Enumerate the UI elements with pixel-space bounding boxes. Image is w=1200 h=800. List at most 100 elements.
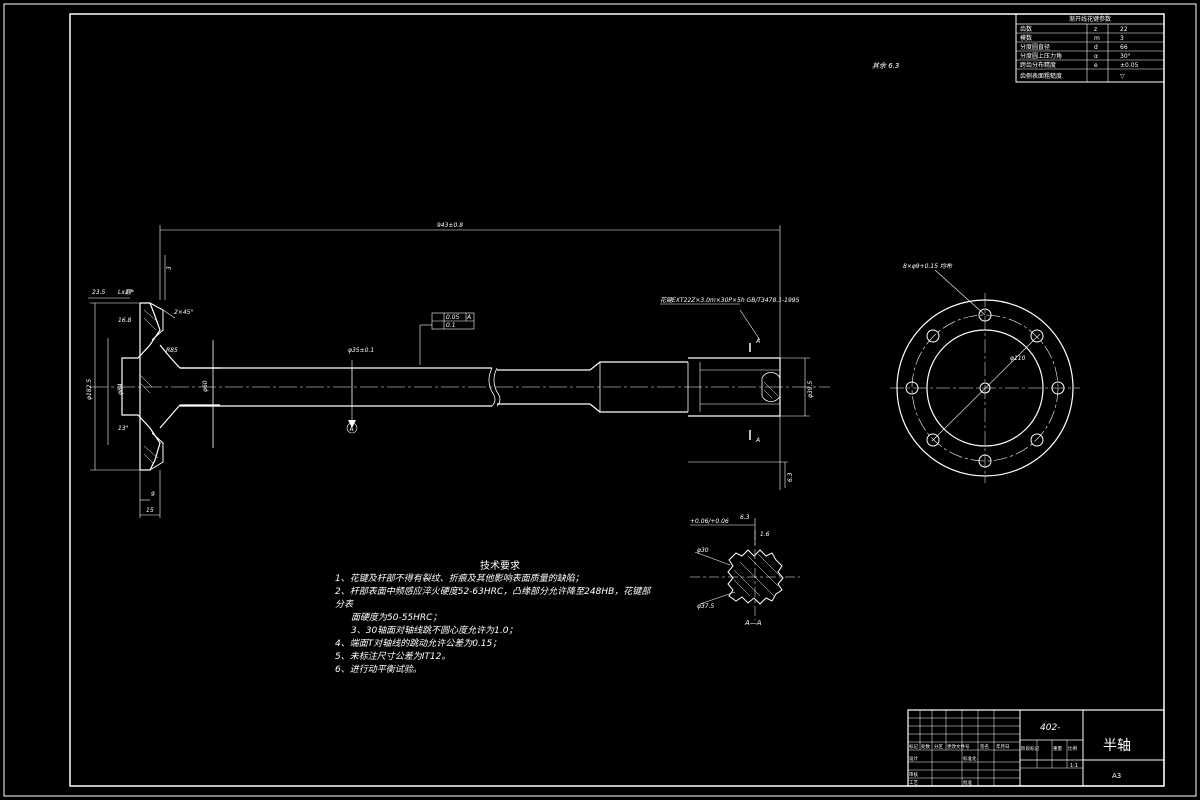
gear-row-val: ▽: [1120, 73, 1125, 80]
dim-right-small: 6.3: [787, 472, 794, 482]
tech-note: 4、端面T对轴线的跳动允许公差为0.15；: [335, 639, 502, 649]
tb-cell: 处数: [921, 743, 930, 750]
tb-cell: 标准化: [963, 755, 977, 762]
tech-note: 6、进行动平衡试验。: [335, 665, 422, 675]
tech-note: 面硬度为50-55HRC；: [351, 613, 442, 623]
gear-table-title: 渐开线花键参数: [1069, 15, 1111, 23]
bore-dia-dim: φ60: [202, 380, 209, 392]
bolt-hole: [905, 381, 919, 395]
gear-row-val: 22: [1120, 26, 1128, 33]
overall-length-dim: 943±0.8: [437, 222, 463, 229]
outer-border: [3, 3, 1197, 797]
tb-cell: 比例: [1068, 745, 1077, 752]
spline-spec-label: 花键EXT22Z×3.0m×30P×5h GB/T3478.1-1995: [660, 296, 800, 304]
shaft-main-view: [88, 225, 830, 518]
hub-dia-dim: φ84: [117, 383, 124, 395]
lx-dim: Lx翻*: [118, 289, 134, 296]
dim-9: 9: [151, 491, 155, 498]
gear-row-name: 齿侧表面粗糙度: [1020, 72, 1062, 80]
technical-requirements: 技术要求 1、花键及杆部不得有裂纹、折痕及其他影响表面质量的缺陷； 2、杆部表面…: [335, 560, 695, 677]
gear-row-name: 模数: [1020, 34, 1032, 42]
section-title: A—A: [744, 619, 762, 627]
end-view-labels: 8×φ9+0.15 均布 φ110: [903, 262, 1026, 362]
bolt-hole: [1051, 381, 1065, 395]
pcd-dim: φ110: [1010, 355, 1026, 362]
radius-dim: R85: [166, 347, 178, 354]
gear-row-name: 齿数: [1020, 25, 1032, 33]
gear-row-sym: m: [1094, 35, 1100, 42]
gear-row-sym: d: [1094, 44, 1098, 51]
main-view-dimensions: 943±0.8 φ35±0.1 2×45° R85 13° 15 9 16.8 …: [86, 222, 814, 514]
tech-note: 1、花键及杆部不得有裂纹、折痕及其他影响表面质量的缺陷；: [335, 574, 584, 584]
tech-note: 3、30轴面对轴线跳不圆心度允许为1.0；: [351, 626, 518, 636]
section-a-a: [690, 518, 800, 620]
section-dia-1: φ30: [697, 547, 709, 554]
gear-row-name: 跨齿分布精度: [1020, 61, 1056, 69]
section-dia-2: φ37.5: [697, 603, 715, 610]
datum-label: A: [350, 426, 355, 433]
bolt-hole: [1030, 329, 1044, 343]
tb-cell: 更改文件号: [947, 743, 970, 750]
section-labels: +0.06/+0.06 6.3 1.6 φ30 φ37.5 A—A: [690, 514, 770, 627]
tb-cell: 批准: [963, 779, 972, 786]
gear-row-val: 66: [1120, 44, 1128, 51]
inner-border: [69, 13, 1165, 787]
tb-cell: 工艺: [909, 780, 918, 786]
gear-row-sym: e: [1094, 62, 1098, 69]
bolt-hole-note: 8×φ9+0.15 均布: [903, 262, 953, 270]
section-tol: +0.06/+0.06: [690, 518, 729, 525]
sheet-size: A3: [1112, 772, 1121, 780]
title-block-text: 402- 半轴 1:1 A3 标记 处数 分区 更改文件号 签名 年月日 设计 …: [909, 723, 1131, 786]
dim-3: 3: [166, 266, 173, 270]
datum-symbol: A: [346, 420, 358, 434]
gear-row-val: ±0.05: [1120, 62, 1139, 69]
tb-cell: 年月日: [996, 743, 1010, 750]
center-hole: [979, 382, 991, 394]
section-mark-top: A: [755, 338, 760, 345]
bolt-hole: [926, 433, 940, 447]
bolt-hole: [978, 454, 992, 468]
flange-dia-dim: φ182.5: [86, 379, 93, 400]
section-mark-bottom: A: [755, 437, 760, 444]
tech-note: 5、未标注尺寸公差为IT12。: [335, 652, 451, 662]
gear-row-name: 分度圆直径: [1020, 43, 1050, 51]
flange-end-view: [890, 269, 1080, 483]
section-roughness: 6.3: [740, 514, 750, 521]
title-block: [907, 709, 1165, 787]
bolt-hole: [1030, 433, 1044, 447]
tolerance-ref: A: [466, 314, 471, 321]
angle-dim: 13°: [118, 425, 129, 432]
section-roughness-2: 1.6: [760, 531, 770, 538]
gear-parameter-table: 渐开线花键参数 齿数 z 22 模数 m 3 分度圆直径 d 66 分度圆上压力…: [1015, 13, 1165, 83]
bolt-hole: [978, 308, 992, 322]
tb-cell: 阶段标记: [1021, 745, 1039, 752]
gear-row-val: 3: [1120, 35, 1124, 42]
dim-23-5: 23.5: [92, 289, 106, 296]
bolt-hole: [926, 329, 940, 343]
gear-row-name: 分度圆上压力角: [1020, 52, 1062, 60]
tb-cell: 设计: [909, 755, 918, 762]
gear-row-sym: α: [1094, 53, 1098, 60]
shaft-dia-dim: φ35±0.1: [348, 347, 374, 354]
tb-cell: 重量: [1053, 745, 1062, 752]
tolerance-value-2: 0.1: [446, 322, 456, 329]
drawing-number: 402-: [1040, 723, 1060, 733]
tech-notes-title: 技术要求: [480, 561, 520, 572]
chamfer-dim: 2×45°: [174, 309, 193, 316]
bolt-holes: [905, 308, 1065, 468]
tb-cell: 标记: [909, 743, 918, 750]
tech-note: 分表: [335, 600, 354, 610]
dim-15: 15: [146, 507, 154, 514]
tb-cell: 分区: [934, 743, 943, 750]
gear-row-sym: z: [1094, 26, 1097, 33]
end-dia-dim: φ39.5: [807, 381, 814, 399]
part-name: 半轴: [1103, 738, 1131, 754]
tolerance-value-1: 0.05: [446, 314, 460, 321]
tb-cell: 审核: [909, 771, 918, 778]
tb-cell: 签名: [980, 743, 989, 750]
dim-16-8: 16.8: [118, 317, 132, 324]
scale-value: 1:1: [1070, 763, 1078, 769]
gear-row-val: 30°: [1120, 53, 1131, 60]
tech-note: 2、杆部表面中频感应淬火硬度52-63HRC，凸缘部分允许降至248HB，花键部: [335, 587, 651, 597]
